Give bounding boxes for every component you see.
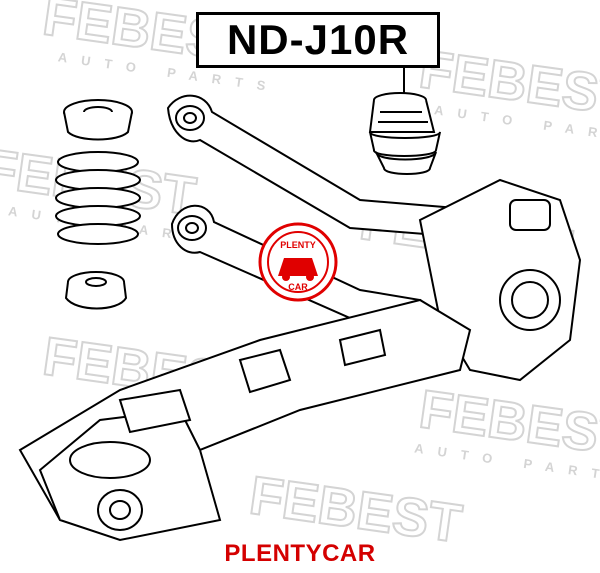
subframe <box>18 298 472 542</box>
spring-stack <box>55 99 141 310</box>
part-number-label: ND-J10R <box>196 12 440 68</box>
stamp-bottom-text: CAR <box>288 282 308 292</box>
stamp-top-text: PLENTY <box>280 240 316 250</box>
car-icon <box>278 258 318 276</box>
plentycar-stamp: PLENTY CAR <box>258 222 338 302</box>
bushing-part <box>368 92 441 175</box>
footer-brand: PLENTYCAR <box>224 540 376 567</box>
